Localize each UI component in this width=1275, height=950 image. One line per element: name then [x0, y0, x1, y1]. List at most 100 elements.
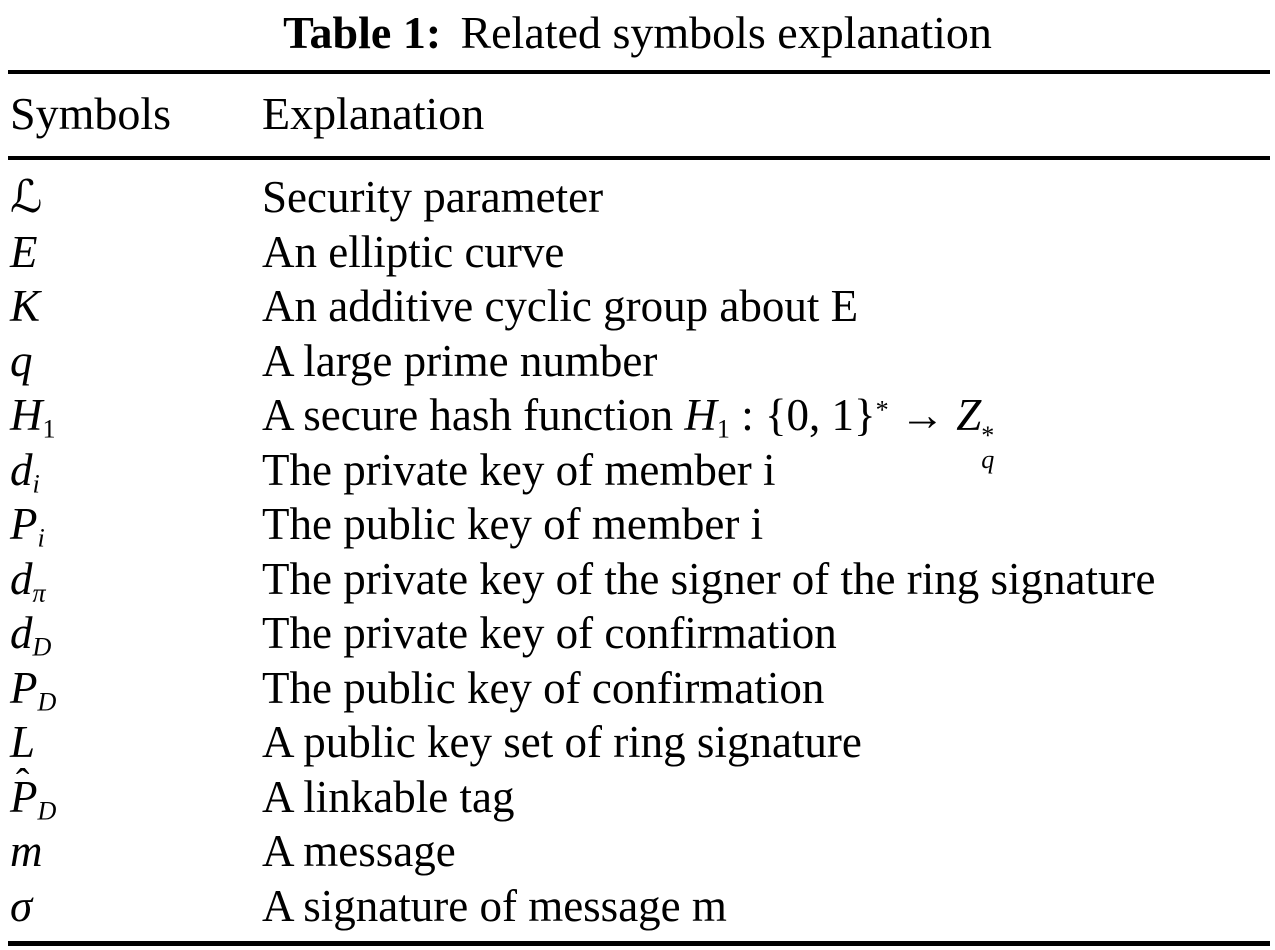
explanation-cell: A secure hash function H1 : {0, 1}* → Z*… — [262, 388, 1275, 474]
math-supsub-stack: *q — [981, 421, 995, 474]
math-subscript: q — [981, 444, 995, 474]
math-symbol: L — [10, 717, 35, 767]
table-row: dD The private key of confirmation — [0, 606, 1275, 661]
explanation-text: A message — [262, 826, 456, 876]
table-bottom-rule — [8, 941, 1270, 946]
explanation-text: An additive cyclic group about E — [262, 281, 859, 331]
math-symbol: di — [10, 444, 40, 498]
symbol-cell: Pi — [0, 497, 262, 552]
explanation-text: → — [888, 390, 957, 440]
math-symbol: * — [876, 390, 889, 440]
table-caption-text: Related symbols explanation — [460, 7, 992, 58]
table-header-row: Symbols Explanation — [0, 74, 1275, 150]
explanation-cell: Security parameter — [262, 170, 1275, 225]
explanation-text: A public key set of ring signature — [262, 717, 862, 767]
explanation-text: A secure hash function — [262, 390, 685, 440]
math-base: d — [10, 444, 33, 495]
column-header-symbols: Symbols — [10, 88, 172, 139]
symbol-cell: L — [0, 715, 262, 770]
table-top-rule — [8, 70, 1270, 74]
explanation-text: : {0, 1} — [729, 390, 876, 440]
table-row: m A message — [0, 824, 1275, 879]
math-superscript: * — [981, 421, 995, 451]
explanation-text: An elliptic curve — [262, 226, 565, 277]
math-subscript: i — [37, 523, 45, 553]
math-base: σ — [10, 880, 33, 931]
math-symbol: σ — [10, 881, 32, 931]
table-row: Pi The public key of member i — [0, 497, 1275, 552]
explanation-cell: A message — [262, 824, 1275, 879]
explanation-text: The public key of confirmation — [262, 662, 825, 713]
math-subscript: D — [37, 686, 57, 716]
math-symbol: Pi — [10, 499, 45, 553]
math-subscript: 1 — [42, 414, 56, 444]
symbol-cell: H1 — [0, 388, 262, 443]
symbol-cell: dπ — [0, 552, 262, 607]
math-base: m — [10, 826, 43, 876]
table-caption: Table 1: Related symbols explanation — [0, 0, 1275, 62]
math-symbol: K — [10, 281, 40, 331]
explanation-text: A signature of message m — [262, 880, 727, 931]
math-base: P — [10, 499, 38, 549]
table-row: K An additive cyclic group about E — [0, 279, 1275, 334]
math-base: d — [10, 553, 33, 604]
column-header-explanation: Explanation — [262, 88, 485, 139]
math-base: q — [10, 335, 33, 386]
math-superscript: * — [875, 395, 889, 425]
math-base: E — [10, 226, 38, 277]
explanation-cell: A linkable tag — [262, 770, 1275, 825]
explanation-cell: The private key of the signer of the rin… — [262, 552, 1275, 607]
explanation-text: The private key of the signer of the rin… — [262, 553, 1156, 604]
table-row: L A public key set of ring signature — [0, 715, 1275, 770]
math-base: H — [684, 390, 717, 440]
math-subscript: i — [32, 468, 40, 498]
explanation-text: The private key of confirmation — [262, 608, 837, 658]
explanation-cell: A public key set of ring signature — [262, 715, 1275, 770]
math-base: ℒ — [10, 170, 43, 223]
explanation-text: A large prime number — [262, 335, 658, 386]
explanation-cell: A large prime number — [262, 334, 1275, 389]
math-base: P — [10, 771, 38, 822]
symbol-cell: dD — [0, 606, 262, 661]
symbol-cell: q — [0, 334, 262, 389]
math-subscript: D — [32, 632, 52, 662]
math-symbol: H1 — [684, 390, 730, 442]
explanation-text: A linkable tag — [262, 771, 515, 822]
table-row: PD The public key of confirmation — [0, 661, 1275, 716]
explanation-cell: A signature of message m — [262, 879, 1275, 934]
math-symbol: dD — [10, 608, 52, 662]
hat-accent-icon: ˆ — [15, 759, 30, 805]
explanation-text: The public key of member i — [262, 499, 764, 549]
explanation-cell: The public key of member i — [262, 497, 1275, 552]
table-row: E An elliptic curve — [0, 225, 1275, 280]
table-row: q A large prime number — [0, 334, 1275, 389]
math-symbol: E — [10, 227, 38, 277]
math-base: d — [10, 608, 33, 658]
table-row: ℒ Security parameter — [0, 170, 1275, 225]
math-symbol: PD — [10, 662, 57, 716]
math-base: K — [10, 281, 41, 331]
math-base: P — [10, 662, 38, 713]
math-symbol: ℒ — [10, 170, 43, 223]
explanation-cell: An elliptic curve — [262, 225, 1275, 280]
table-row: σ A signature of message m — [0, 879, 1275, 934]
symbol-cell: di — [0, 443, 262, 498]
math-base: Z — [956, 390, 982, 440]
math-symbol: H1 — [10, 390, 56, 444]
symbol-cell: σ — [0, 879, 262, 934]
table-caption-label: Table 1: — [283, 7, 442, 58]
explanation-text: The private key of member i — [262, 444, 776, 495]
symbol-cell: m — [0, 824, 262, 879]
math-subscript: D — [37, 795, 57, 825]
explanation-cell: The private key of confirmation — [262, 606, 1275, 661]
explanation-cell: The public key of confirmation — [262, 661, 1275, 716]
symbol-cell: K — [0, 279, 262, 334]
